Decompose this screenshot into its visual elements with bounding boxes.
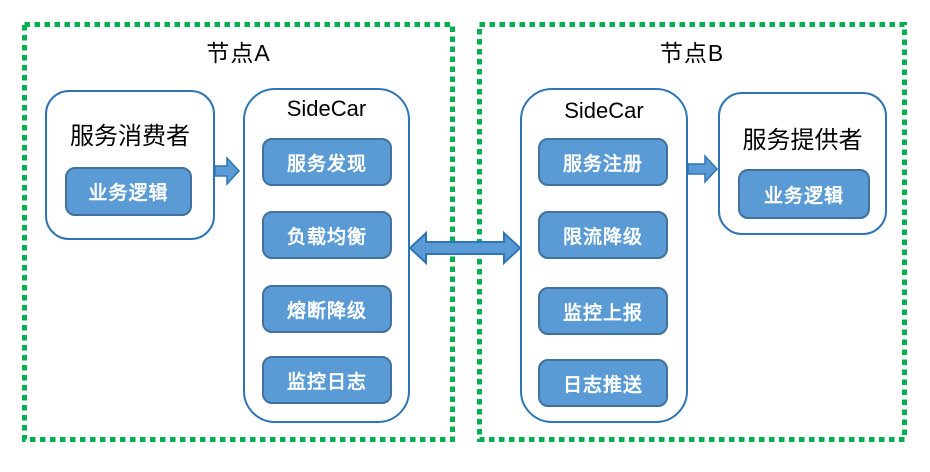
sidecar-a-item-service-discovery: 服务发现 <box>262 138 392 186</box>
sidecar-b-title: SideCar <box>564 98 644 123</box>
service-consumer-label: 服务消费者 <box>70 123 190 150</box>
service-provider-label: 服务提供者 <box>742 127 863 154</box>
sidecar-a-item-load-balancing: 负载均衡 <box>262 211 392 259</box>
node-a-dashed-border <box>22 22 455 442</box>
sidecar-a-title: SideCar <box>286 96 367 121</box>
sidecar-a-item-circuit-breaking: 熔断降级 <box>262 285 392 333</box>
provider-business-logic-chip: 业务逻辑 <box>738 169 870 219</box>
sidecar-b-item-service-registration: 服务注册 <box>538 138 668 186</box>
consumer-business-logic-chip: 业务逻辑 <box>65 167 192 216</box>
arrow-right-icon <box>214 156 241 186</box>
node-b-dashed-border <box>477 22 907 442</box>
sidecar-b-item-monitor-reporting: 监控上报 <box>538 287 668 335</box>
double-arrow-icon <box>408 230 522 266</box>
sidecar-b-item-rate-limit-degrade: 限流降级 <box>538 211 668 259</box>
node-b-title: 节点B <box>659 40 725 66</box>
sidecar-a-item-monitor-logging: 监控日志 <box>262 356 392 404</box>
service-consumer-box <box>45 90 215 240</box>
sidecar-b-item-log-pushing: 日志推送 <box>538 359 668 407</box>
node-a-title: 节点A <box>206 40 271 66</box>
arrow-right-icon <box>687 154 719 184</box>
